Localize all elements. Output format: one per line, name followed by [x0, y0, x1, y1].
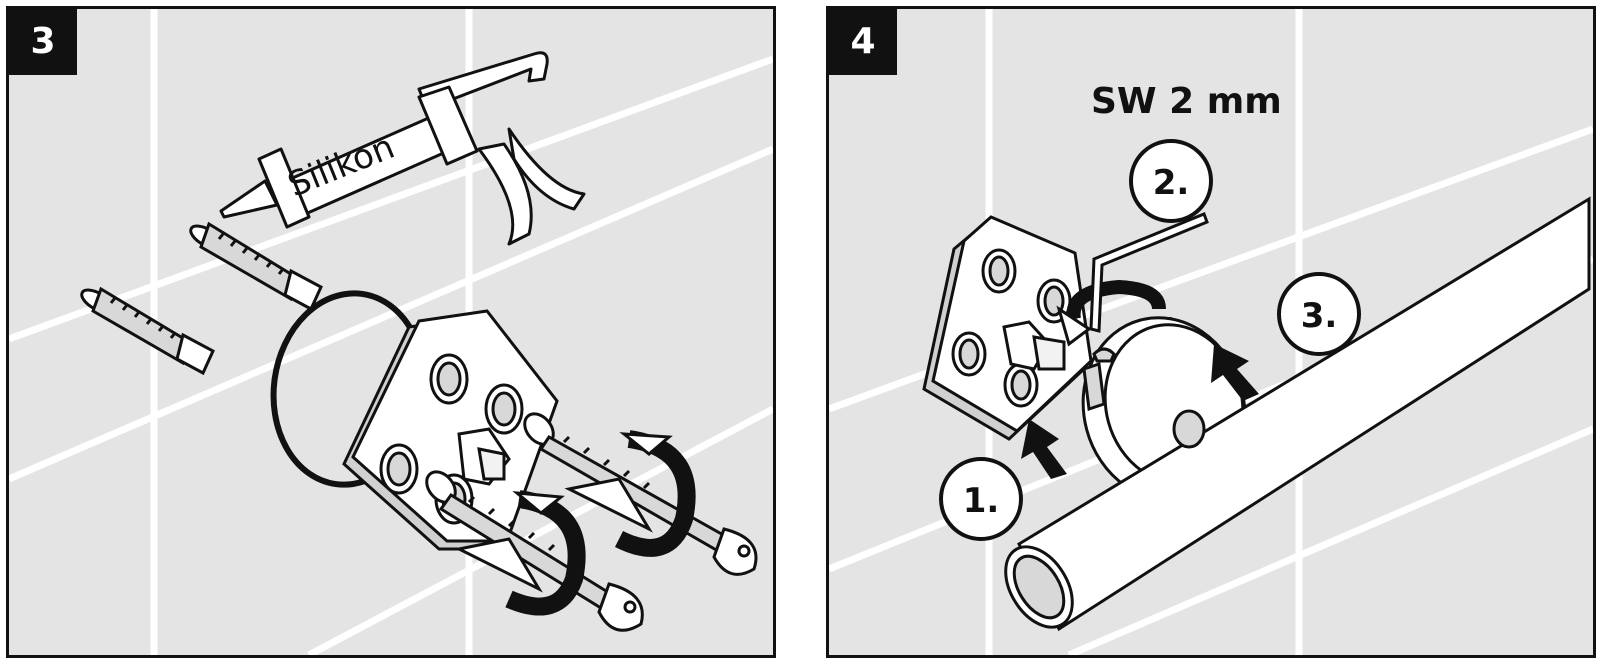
- step-number-badge: 3: [9, 9, 77, 75]
- mounting-plate-icon: [922, 215, 1093, 441]
- step-4-panel: 1. 2. 3. 4 SW 2 mm: [826, 6, 1596, 658]
- callout-3-label: 3.: [1301, 296, 1338, 336]
- rotation-arrow-left-icon: [454, 490, 586, 616]
- step-4-illustration: 1. 2. 3.: [829, 9, 1593, 655]
- callout-2: 2.: [1129, 139, 1213, 223]
- step-3-panel: Silikon: [6, 6, 776, 658]
- callout-2-label: 2.: [1153, 163, 1190, 203]
- push-arrow-1-icon: [1021, 419, 1067, 479]
- wall-plug-upper-icon: [189, 221, 323, 312]
- rotation-arrow-right-icon: [564, 430, 696, 557]
- wall-plug-lower-icon: [80, 286, 215, 376]
- step-3-illustration: Silikon: [9, 9, 773, 655]
- push-arrow-3-icon: [1211, 344, 1259, 401]
- silicone-gun-icon: [219, 51, 586, 246]
- callout-1: 1.: [939, 457, 1023, 541]
- callout-3: 3.: [1277, 272, 1361, 356]
- shower-rail-icon: [1004, 196, 1591, 632]
- hex-key-icon: [1089, 212, 1209, 333]
- step-number-badge: 4: [829, 9, 897, 75]
- callout-1-label: 1.: [963, 481, 1000, 521]
- tool-size-label: SW 2 mm: [1091, 81, 1282, 122]
- tile-grid: [9, 9, 773, 655]
